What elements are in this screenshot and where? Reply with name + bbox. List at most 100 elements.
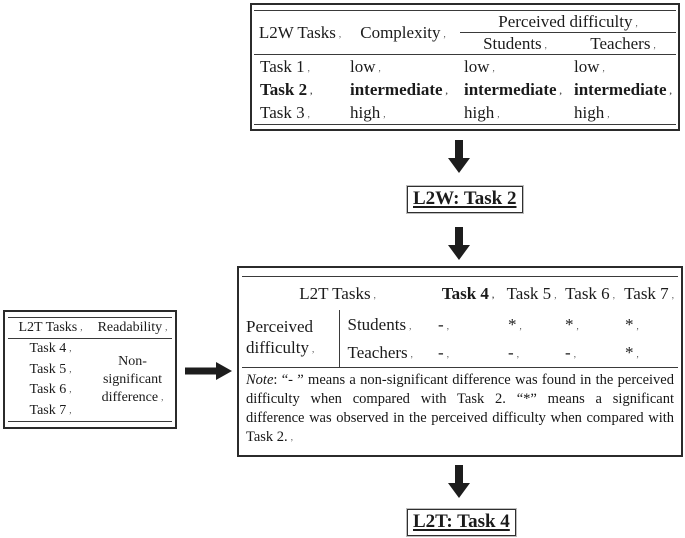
cell-mark: , xyxy=(573,349,576,359)
cell-mark: , xyxy=(446,349,449,359)
list-item: Task 6, xyxy=(29,382,72,397)
students-label: Students xyxy=(483,33,542,53)
cell-teachers: intermediate, xyxy=(574,79,672,99)
cell-mark: , xyxy=(310,85,313,96)
cell-mark: , xyxy=(519,320,522,331)
l2w-header-complexity-label: Complexity xyxy=(360,22,441,42)
cell-sig-task6: *, xyxy=(565,314,579,334)
cell-sig-task7: *, xyxy=(625,314,639,334)
cell-task: Task 3, xyxy=(260,102,310,122)
cell-mark: , xyxy=(491,289,495,300)
l2t-header-tasks: L2T Tasks, xyxy=(299,283,376,303)
l2w-row-task1: Task 1, low, low, low, xyxy=(254,55,676,79)
l2w-header-tasks: L2W Tasks, xyxy=(254,10,346,55)
note-label: Note xyxy=(246,372,274,388)
cell-mark: , xyxy=(311,344,315,354)
note-line: difference was observed in the perceived… xyxy=(246,410,674,426)
cell-students: high, xyxy=(464,102,500,122)
l2t-readability-table: L2T Tasks, Readability, Task 4, Task 5, … xyxy=(8,317,172,422)
l2t-header-task5: Task 5, xyxy=(506,283,557,303)
cell-sig-task6: -, xyxy=(565,343,576,362)
table-note: Note: “- ” means a non-significant diffe… xyxy=(246,371,674,448)
l2t-comparison-panel: L2T Tasks, Task 4, Task 5, Task 6, Task … xyxy=(237,266,683,457)
cell-mark: , xyxy=(612,289,615,300)
cell-students: low, xyxy=(464,56,495,76)
cell-mark: , xyxy=(338,28,342,39)
l2t-comparison-table: L2T Tasks, Task 4, Task 5, Task 6, Task … xyxy=(242,276,678,368)
cell-teachers: high, xyxy=(574,102,610,122)
readability-result-line: significant xyxy=(102,372,163,387)
list-item: Task 7, xyxy=(29,402,72,418)
l2w-header-perceived-difficulty: Perceived difficulty, xyxy=(460,10,676,33)
cell-sig-task5: *, xyxy=(508,314,522,334)
cell-mark: , xyxy=(373,289,376,300)
l2w-result-label: L2W: Task 2 xyxy=(413,188,517,209)
list-item: Task 5, xyxy=(29,361,72,377)
cell-mark: , xyxy=(492,62,495,73)
readability-result-cell: Non- significant difference, xyxy=(93,339,172,422)
cell-students: intermediate, xyxy=(464,79,562,99)
perceived-difficulty-group-label: Perceived difficulty, xyxy=(242,310,340,368)
readability-task-list: Task 4, Task 5, Task 6, Task 7, xyxy=(8,339,93,422)
l2t-header-task6: Task 6, xyxy=(565,283,615,303)
row-label-teachers: Teachers, xyxy=(347,343,413,362)
cell-mark: , xyxy=(69,343,72,353)
cell-mark: , xyxy=(554,289,557,300)
cell-mark: , xyxy=(446,320,449,331)
cell-task: Task 2, xyxy=(260,79,313,99)
cell-mark: , xyxy=(636,349,639,359)
cell-sig-task5: -, xyxy=(508,343,519,362)
cell-mark: , xyxy=(383,108,386,119)
l2t-row-students: Perceived difficulty, Students, -, *, *,… xyxy=(242,310,678,368)
l2t-row-teachers: Teachers, -, -, -, *, xyxy=(242,339,678,368)
cell-sig-task4: -, xyxy=(438,314,449,334)
cell-mark: , xyxy=(516,349,519,359)
cell-mark: , xyxy=(378,62,381,73)
down-arrow-icon xyxy=(448,227,470,260)
cell-complexity: high, xyxy=(350,102,386,122)
cell-mark: , xyxy=(69,404,72,415)
cell-mark: , xyxy=(576,320,579,331)
l2t-header-task4: Task 4, xyxy=(441,283,495,303)
l2w-header-perceived-label: Perceived difficulty xyxy=(498,11,633,31)
l2w-result-box: L2W: Task 2 xyxy=(407,186,523,213)
note-line: Note: “- ” means a non-significant diffe… xyxy=(246,372,674,388)
readability-header-readability: Readability, xyxy=(93,317,172,339)
cell-mark: , xyxy=(80,322,83,332)
l2w-task-table-panel: L2W Tasks, Complexity, Perceived difficu… xyxy=(250,3,680,131)
cell-mark: , xyxy=(544,39,547,50)
cell-mark: , xyxy=(307,62,310,73)
list-item: Task 4, xyxy=(29,341,72,356)
cell-mark: , xyxy=(669,85,672,96)
cell-sig-task7: *, xyxy=(625,343,639,362)
cell-mark: , xyxy=(410,349,413,359)
readability-result-line: difference, xyxy=(101,390,164,405)
cell-mark: , xyxy=(165,322,168,332)
teachers-label: Teachers xyxy=(590,33,651,53)
readability-header-tasks: L2T Tasks, xyxy=(8,317,93,339)
l2w-subheader-students: Students, xyxy=(460,32,570,55)
down-arrow-icon xyxy=(448,140,470,173)
readability-result-line: Non- xyxy=(118,354,147,369)
cell-mark: , xyxy=(69,384,72,394)
cell-complexity: low, xyxy=(350,56,381,76)
l2w-row-task3: Task 3, high, high, high, xyxy=(254,101,676,125)
cell-mark: , xyxy=(559,85,562,96)
cell-task: Task 1, xyxy=(260,56,310,76)
row-label-students: Students, xyxy=(347,314,412,334)
down-arrow-icon xyxy=(448,465,470,498)
cell-mark: , xyxy=(636,320,639,331)
l2t-result-box: L2T: Task 4 xyxy=(407,509,516,536)
l2w-row-task2-selected: Task 2, intermediate, intermediate, inte… xyxy=(254,78,676,101)
l2t-readability-panel: L2T Tasks, Readability, Task 4, Task 5, … xyxy=(3,310,177,429)
l2w-header-tasks-label: L2W Tasks xyxy=(258,22,336,42)
l2w-subheader-teachers: Teachers, xyxy=(570,32,676,55)
cell-mark: , xyxy=(497,108,500,119)
cell-mark: , xyxy=(307,108,310,119)
note-line: difficulty when compared with Task 2. “*… xyxy=(246,391,674,407)
cell-mark: , xyxy=(607,108,610,119)
cell-complexity: intermediate, xyxy=(350,79,448,99)
cell-teachers: low, xyxy=(574,56,605,76)
cell-mark: , xyxy=(69,363,72,374)
